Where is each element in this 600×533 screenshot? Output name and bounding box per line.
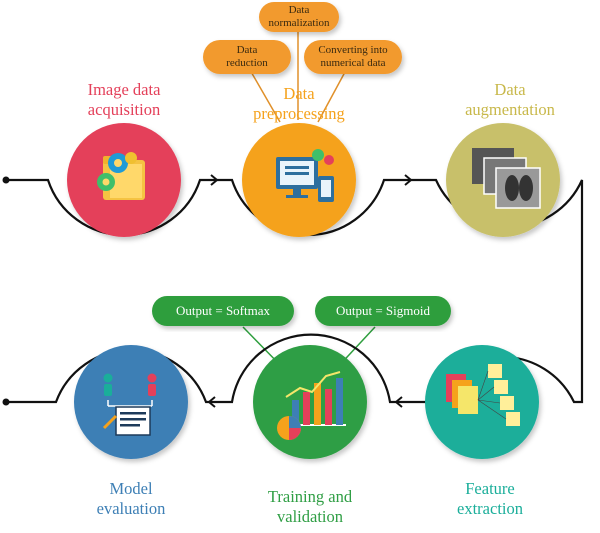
conversion-text: Converting into numerical data bbox=[318, 44, 388, 69]
end-dot bbox=[2, 398, 10, 406]
sigmoid-text: Output = Sigmoid bbox=[335, 303, 430, 318]
bubble-conversion bbox=[304, 40, 402, 74]
feature-label: Feature extraction bbox=[457, 479, 523, 518]
evaluation-label: Model evaluation bbox=[96, 479, 166, 518]
augmentation-label: Data augmentation bbox=[465, 80, 555, 119]
reduction-text: Data reduction bbox=[226, 44, 268, 69]
pill-softmax bbox=[152, 296, 294, 326]
bubble-connectors bbox=[249, 28, 346, 123]
softmax-text: Output = Softmax bbox=[176, 303, 270, 318]
folder-gears-icon bbox=[97, 152, 145, 200]
flow-arrows bbox=[207, 174, 413, 408]
start-dot bbox=[2, 176, 10, 184]
computer-devices-icon bbox=[276, 149, 334, 202]
stage-augmentation bbox=[446, 123, 560, 237]
chest-xray-stack-icon bbox=[472, 148, 541, 209]
stage-preprocessing bbox=[242, 123, 356, 237]
people-report-icon bbox=[102, 373, 157, 436]
acquisition-label: Image data acquisition bbox=[87, 80, 161, 119]
preprocessing-bubbles bbox=[203, 2, 402, 74]
preprocessing-label: Data preprocessing bbox=[253, 84, 345, 123]
stage-evaluation bbox=[74, 345, 188, 459]
pill-sigmoid bbox=[315, 296, 451, 326]
output-pills bbox=[152, 296, 451, 326]
top-flow-line bbox=[6, 178, 584, 404]
stage-acquisition bbox=[67, 123, 181, 237]
stage-training bbox=[253, 345, 367, 459]
normalization-text: Data normalization bbox=[268, 4, 330, 29]
training-label: Training and validation bbox=[267, 487, 353, 526]
stage-feature bbox=[425, 345, 539, 459]
bubble-reduction bbox=[203, 40, 291, 74]
layered-maps-network-icon bbox=[446, 364, 520, 426]
bubble-normalization bbox=[259, 2, 339, 32]
charts-analytics-icon bbox=[277, 371, 346, 440]
